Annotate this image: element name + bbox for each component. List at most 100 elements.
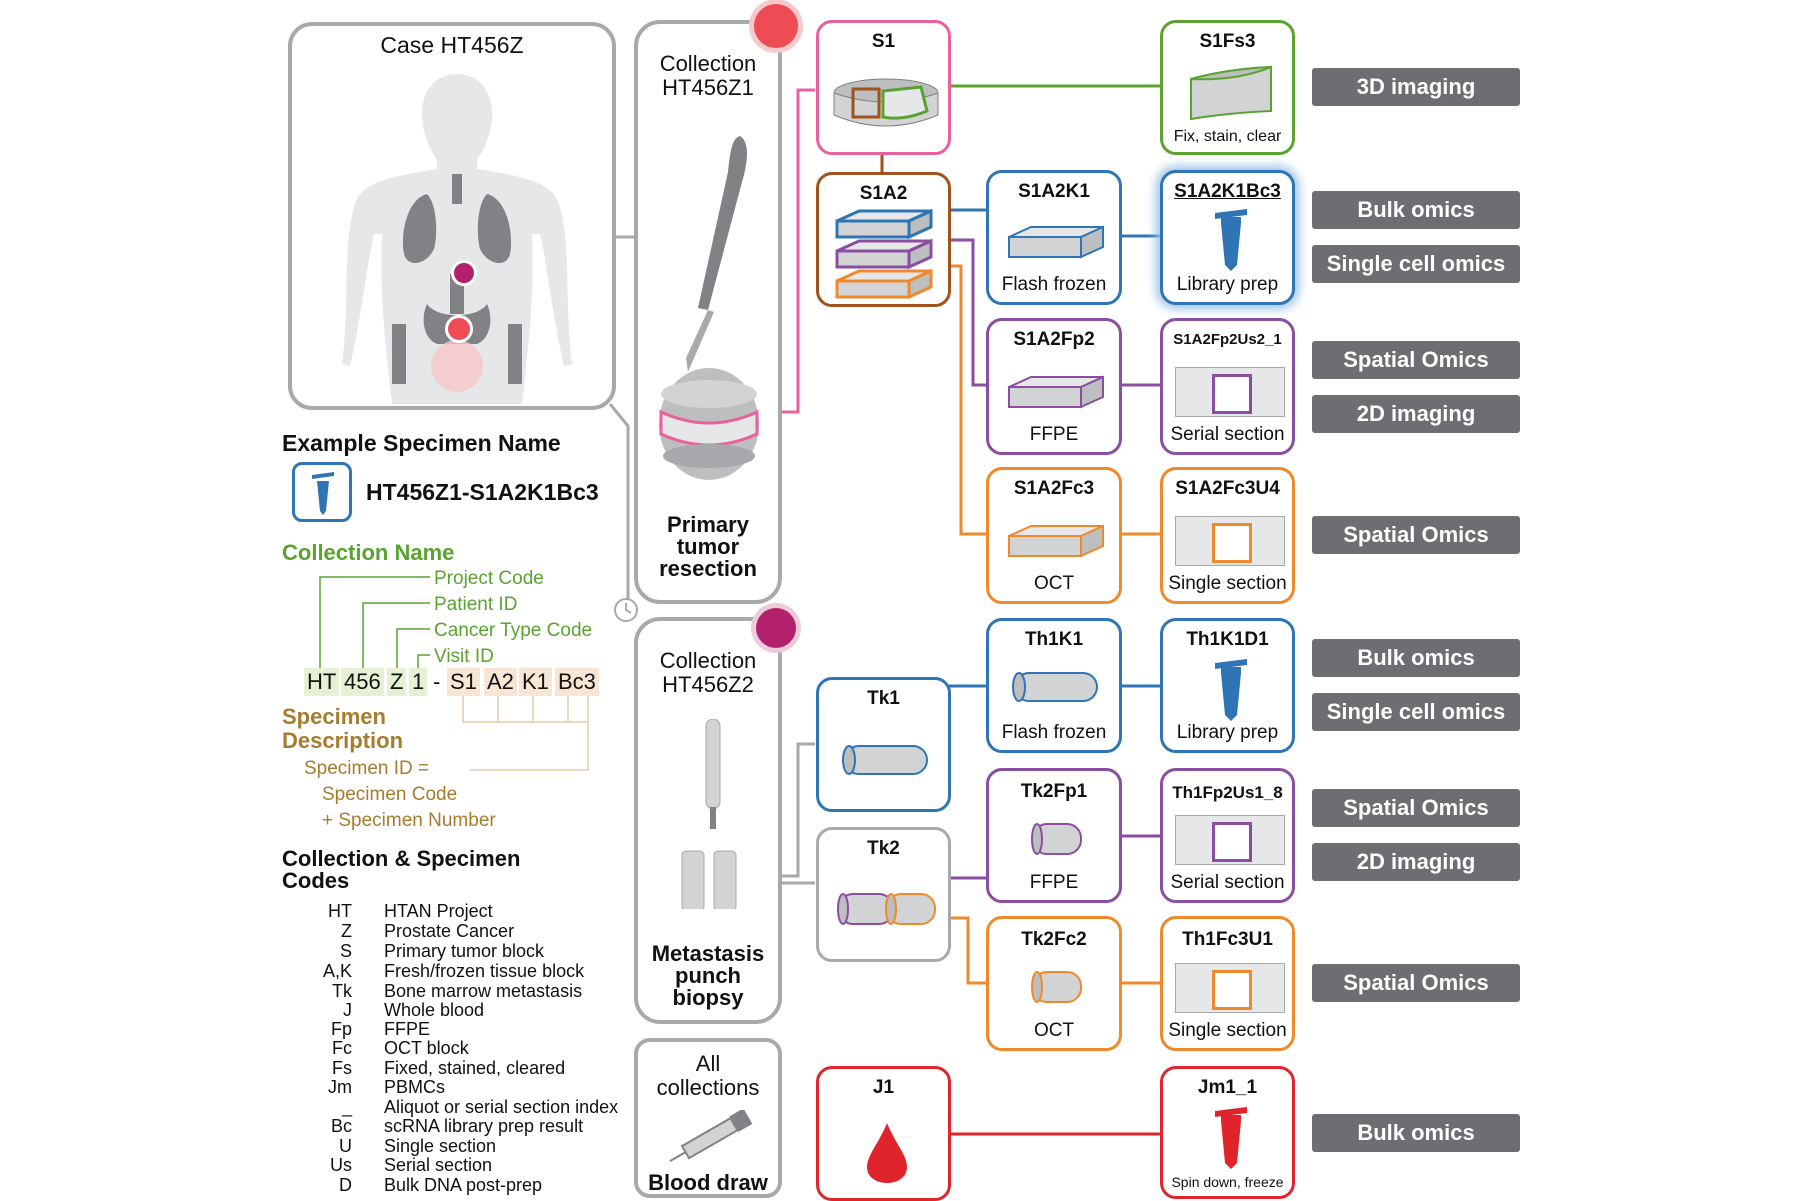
- collection-z1-title-line1: Collection: [659, 51, 757, 76]
- specimen-box-S1-title: S1: [871, 31, 896, 52]
- id-token-a2: A2: [484, 668, 517, 696]
- specimen-box-Th1Fp2Us1_8: Th1Fp2Us1_8 Serial section: [1160, 768, 1295, 903]
- single-section-slide-icon: [1175, 516, 1285, 566]
- specimen-id-label: Specimen ID =: [304, 758, 430, 779]
- serial-section-slide-icon: [1175, 815, 1285, 865]
- ffpe-block-icon: [1008, 375, 1104, 409]
- assay-tag-bulk-omics: Bulk omics: [1312, 1114, 1520, 1152]
- specimen-box-Th1Fp2Us1_8-sub: Serial section: [1170, 872, 1285, 893]
- codes-heading-line2: Codes: [282, 868, 350, 893]
- specimen-box-Tk1: Tk1: [816, 677, 951, 812]
- specimen-box-Th1K1D1-title: Th1K1D1: [1186, 629, 1269, 650]
- specimen-box-S1A2Fp2-title: S1A2Fp2: [1013, 329, 1095, 350]
- specimen-box-S1Fs3: S1Fs3 Fix, stain, clear: [1160, 20, 1295, 155]
- cancer-type-code-label: Cancer Type Code: [434, 620, 593, 641]
- assay-tag-bulk-omics: Bulk omics: [1312, 191, 1520, 229]
- collection-z2-foot-line1: Metastasis: [651, 941, 765, 966]
- specimen-box-Jm1_1-sub: Spin down, freeze: [1171, 1174, 1284, 1190]
- syringe-icon: [669, 1110, 753, 1162]
- oct-core-icon: [1031, 971, 1082, 1003]
- id-token-visit: 1: [409, 668, 428, 696]
- example-specimen-name: HT456Z1-S1A2K1Bc3: [366, 479, 599, 505]
- specimen-box-S1A2Fc3U4-title: S1A2Fc3U4: [1175, 478, 1280, 499]
- assay-tag-3d-imaging: 3D imaging: [1312, 68, 1520, 106]
- specimen-box-S1A2K1-sub: Flash frozen: [1001, 274, 1107, 295]
- specimen-box-Tk1-title: Tk1: [867, 688, 900, 709]
- example-tube-badge: [292, 462, 352, 522]
- project-code-label: Project Code: [434, 568, 544, 589]
- collection-z2-foot-line2: punch: [675, 963, 741, 988]
- scalpel-icon: [686, 136, 747, 372]
- collection-all: All collections Blood draw: [634, 1038, 782, 1198]
- specimen-box-S1A2: S1A2: [816, 172, 951, 307]
- assay-tag-spatial-omics: Spatial Omics: [1312, 341, 1520, 379]
- visit-id-label: Visit ID: [434, 646, 494, 667]
- specimen-box-S1A2Fp2Us2_1-title: S1A2Fp2Us2_1: [1173, 331, 1282, 348]
- primary-tumor-site-marker: [445, 315, 473, 343]
- collection-z2-title-line2: HT456Z2: [662, 672, 754, 697]
- serial-section-slide-icon: [1175, 367, 1285, 417]
- collection-z1-foot-line1: Primary: [667, 512, 749, 537]
- tumor-sphere-icon: [659, 368, 759, 480]
- human-body-illustration: [342, 74, 572, 404]
- specimen-box-S1A2Fc3: S1A2Fc3 OCT: [986, 467, 1122, 604]
- case-title: Case HT456Z: [380, 32, 524, 58]
- id-token-cancer-type: Z: [387, 668, 407, 696]
- collection-name-label: Collection Name: [282, 540, 455, 565]
- specimen-box-Tk2-title: Tk2: [867, 838, 900, 859]
- specimen-code-label: Specimen Code: [322, 784, 458, 805]
- specimen-box-S1A2Fc3U4-sub: Single section: [1168, 573, 1287, 594]
- primary-tumor-marker: [754, 4, 798, 48]
- specimen-box-Tk2Fc2: Tk2Fc2 OCT: [986, 916, 1122, 1051]
- collection-z2-title-line1: Collection: [659, 648, 757, 673]
- blood-drop-icon: [867, 1123, 907, 1183]
- collection-z1-foot-line3: resection: [659, 556, 757, 581]
- specimen-box-S1A2Fp2Us2_1-sub: Serial section: [1170, 424, 1285, 445]
- metastasis-site-marker: [451, 260, 477, 286]
- specimen-box-S1A2K1Bc3: S1A2K1Bc3 Library prep: [1160, 170, 1295, 305]
- specimen-box-S1A2Fc3-sub: OCT: [1033, 573, 1075, 594]
- specimen-box-J1-title: J1: [872, 1077, 895, 1098]
- specimen-box-J1: J1: [816, 1066, 951, 1201]
- tissue-block-icon: [833, 78, 939, 127]
- specimen-box-S1A2K1: S1A2K1 Flash frozen: [986, 170, 1122, 305]
- cleared-tissue-icon: [1190, 65, 1272, 121]
- id-token-bc3: Bc3: [555, 668, 599, 696]
- tube-icon: [1215, 1107, 1247, 1169]
- specimen-box-Jm1_1-title: Jm1_1: [1197, 1077, 1258, 1098]
- specimen-box-Tk2Fc2-sub: OCT: [1033, 1020, 1075, 1041]
- tube-icon: [1215, 209, 1247, 271]
- specimen-box-Th1K1: Th1K1 Flash frozen: [986, 618, 1122, 753]
- split-core-icon: [837, 893, 936, 925]
- specimen-box-Th1Fc3U1: Th1Fc3U1 Single section: [1160, 916, 1295, 1051]
- specimen-box-Th1K1-title: Th1K1: [1024, 629, 1084, 650]
- specimen-description-label-2: Description: [282, 728, 404, 753]
- specimen-box-S1A2Fp2-sub: FFPE: [1029, 424, 1079, 445]
- specimen-box-Th1K1D1: Th1K1D1 Library prep: [1160, 618, 1295, 753]
- assay-tag-single-cell-omics: Single cell omics: [1312, 693, 1520, 731]
- collection-all-title-line2: collections: [656, 1075, 760, 1100]
- case-panel: Case HT456Z: [288, 22, 616, 410]
- assay-tag-bulk-omics: Bulk omics: [1312, 639, 1520, 677]
- stacked-blocks-icon: [835, 209, 933, 299]
- specimen-box-S1A2-title: S1A2: [859, 183, 908, 204]
- specimen-box-S1A2K1Bc3-title: S1A2K1Bc3: [1174, 181, 1281, 202]
- assay-tag-2d-imaging: 2D imaging: [1312, 843, 1520, 881]
- id-token-separator: -: [433, 669, 441, 694]
- collection-z1: Collection HT456Z1 Primary tumor resecti…: [634, 20, 782, 604]
- specimen-box-S1A2Fc3-title: S1A2Fc3: [1013, 478, 1095, 499]
- specimen-box-Th1Fc3U1-title: Th1Fc3U1: [1182, 929, 1273, 950]
- assay-tag-2d-imaging: 2D imaging: [1312, 395, 1520, 433]
- oct-block-icon: [1008, 524, 1104, 558]
- collection-z2: Collection HT456Z2 Metastasis punch biop…: [634, 617, 782, 1024]
- biopsy-punch-icon: [681, 719, 737, 909]
- specimen-box-Th1K1D1-sub: Library prep: [1176, 722, 1279, 743]
- patient-id-label: Patient ID: [434, 594, 518, 615]
- specimen-description-label-1: Specimen: [282, 704, 386, 729]
- metastasis-marker: [756, 608, 796, 648]
- specimen-box-S1A2K1Bc3-sub: Library prep: [1176, 274, 1279, 295]
- specimen-box-Th1Fp2Us1_8-title: Th1Fp2Us1_8: [1172, 783, 1283, 802]
- collection-z1-title-line2: HT456Z1: [662, 75, 754, 100]
- specimen-box-S1Fs3-sub: Fix, stain, clear: [1173, 128, 1282, 145]
- collection-all-foot: Blood draw: [648, 1170, 768, 1195]
